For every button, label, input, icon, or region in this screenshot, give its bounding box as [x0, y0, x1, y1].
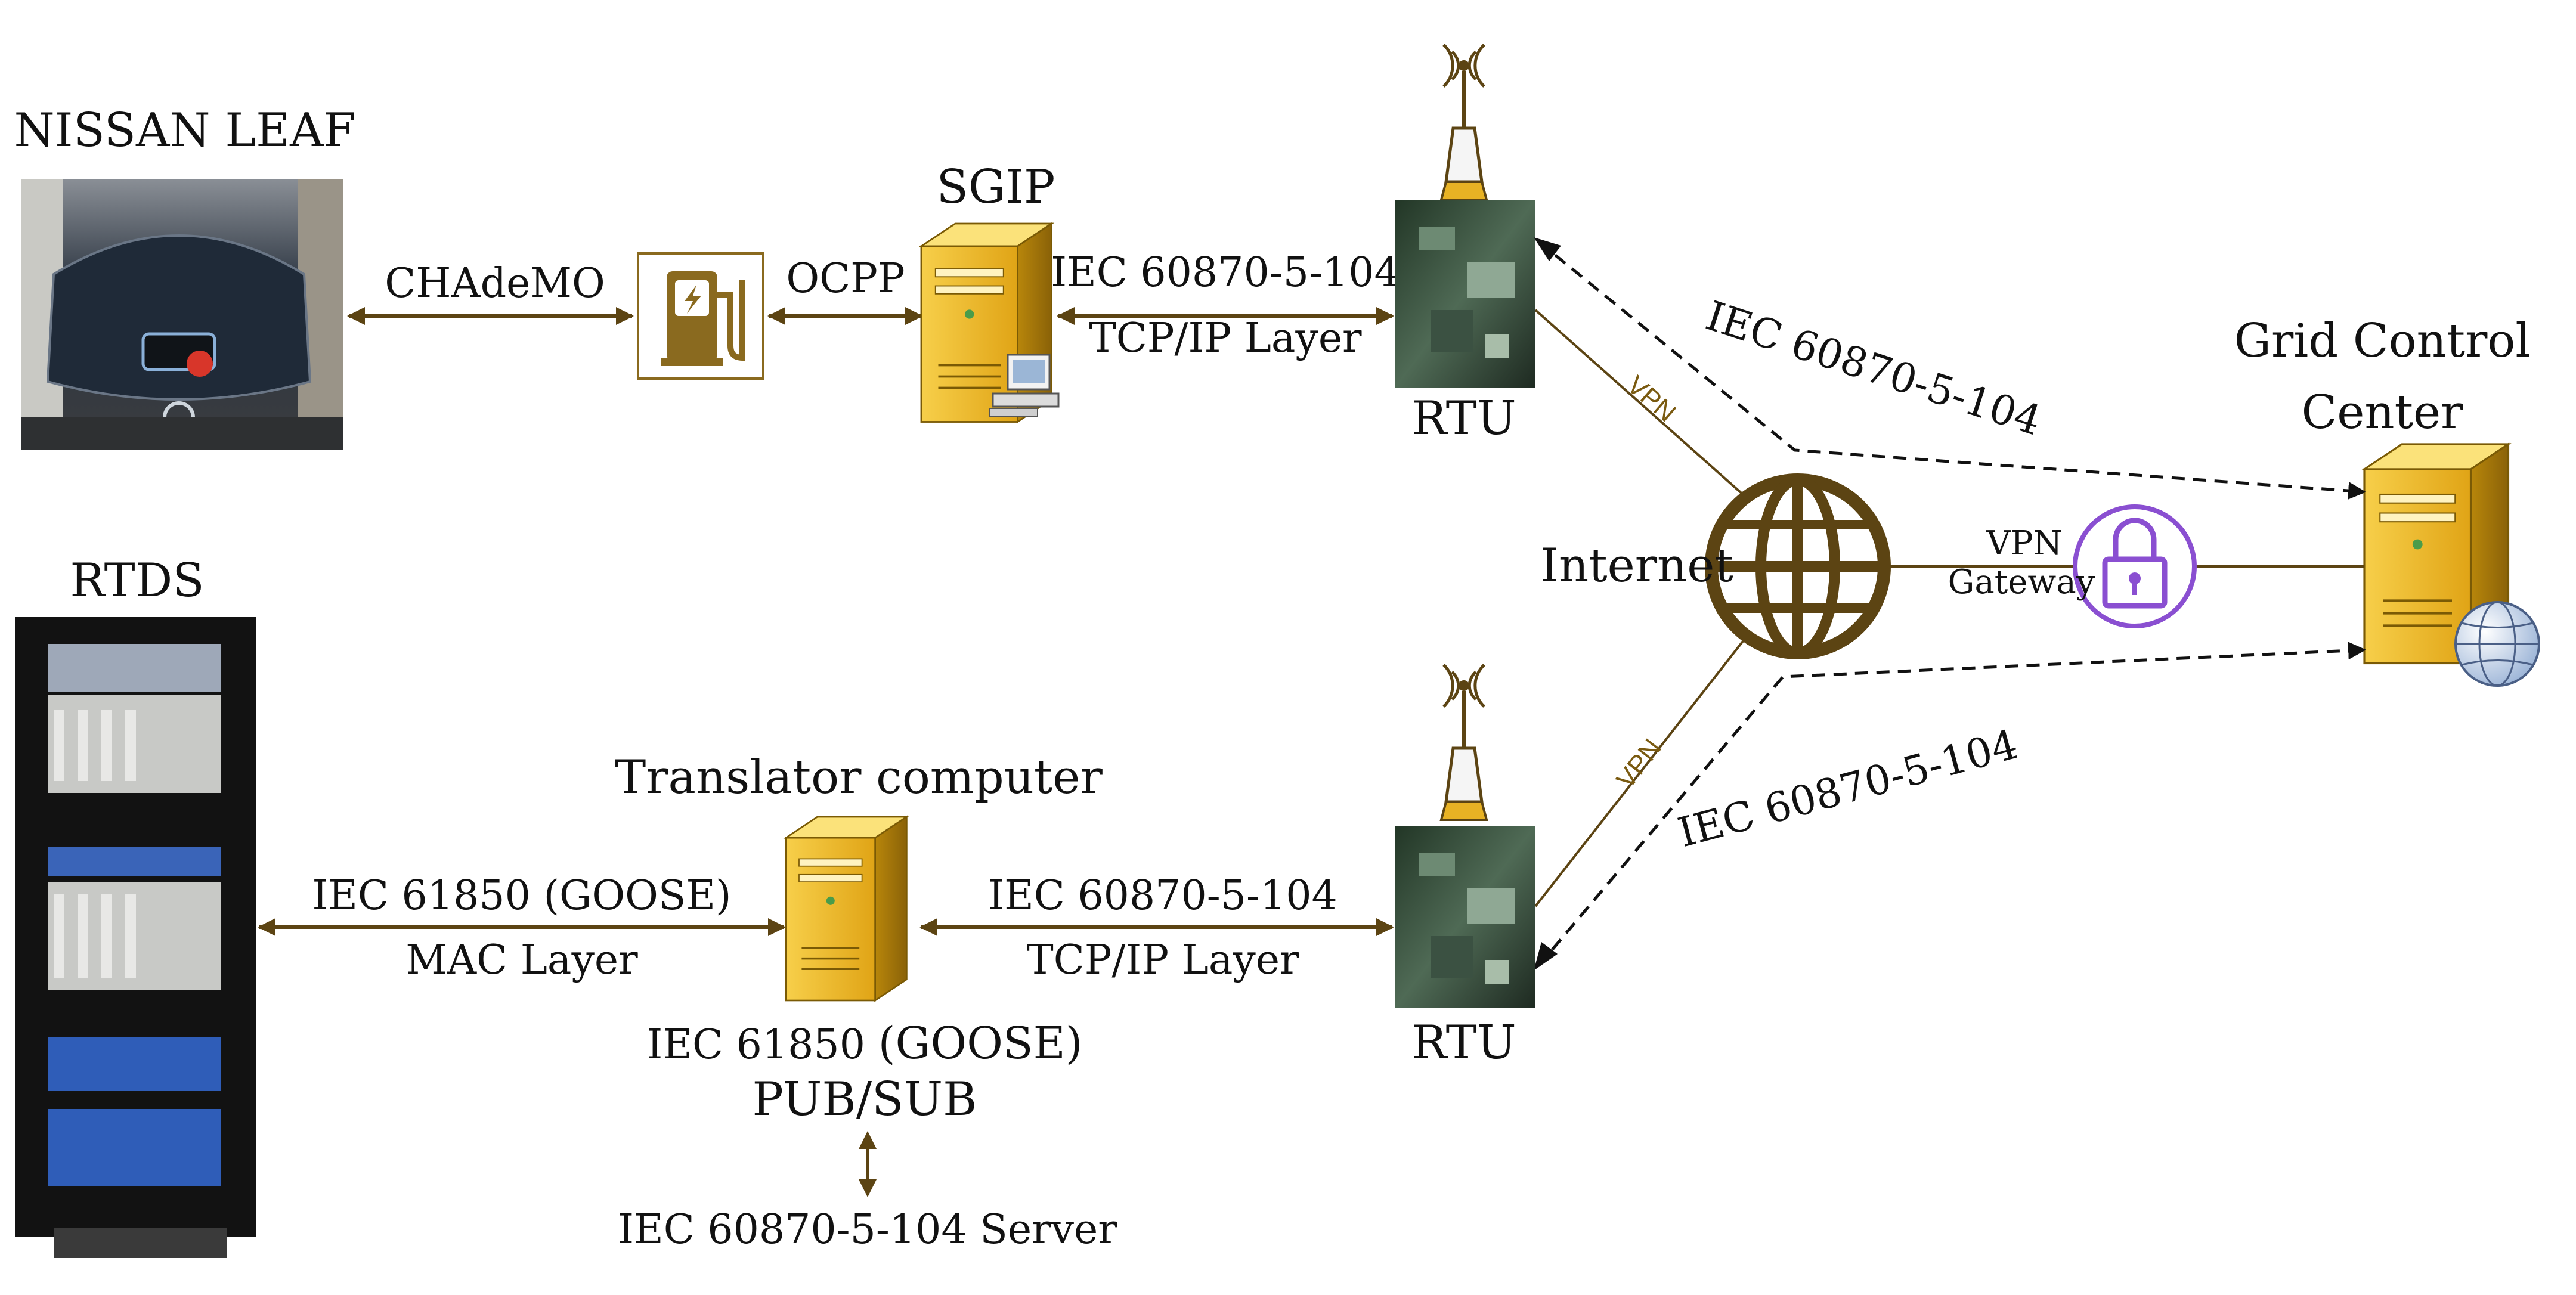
rtds-translator-label-top: IEC 61850 (GOOSE) — [312, 872, 731, 919]
ocpp-label: OCPP — [786, 255, 905, 302]
rtu-bottom-gcc-arrowhead — [1534, 942, 1558, 971]
grid-control-title-line2: Center — [2302, 386, 2464, 439]
rtu-bottom-vpn-label: VPN — [1611, 733, 1667, 794]
rtu-top-vpn-label: VPN — [1621, 370, 1681, 427]
iec-server-label: IEC 60870-5-104 Server — [618, 1206, 1117, 1253]
vpn-gateway-line2: Gateway — [1948, 563, 2095, 602]
nissan-leaf-photo — [21, 179, 343, 450]
translator-rtu-label-top: IEC 60870-5-104 — [988, 872, 1337, 919]
sgip-rtu-label-bottom: TCP/IP Layer — [1089, 315, 1362, 362]
translator-pubsub-label-line1: IEC 61850 (GOOSE) — [647, 1018, 1083, 1069]
grid-control-title-line1: Grid Control — [2234, 314, 2531, 368]
padlock-icon — [2073, 504, 2197, 628]
rtu-top-internet-link — [1534, 309, 1751, 502]
translator-title: Translator computer — [615, 751, 1103, 804]
rtu-top-photo — [1395, 200, 1535, 388]
rtu-top-title: RTU — [1411, 392, 1516, 445]
translator-pubsub-label-line2: PUB/SUB — [753, 1073, 977, 1126]
antenna-bottom-icon — [1441, 665, 1487, 820]
rtds-translator-label-bottom: MAC Layer — [405, 937, 638, 984]
chademo-label: CHAdeMO — [385, 260, 605, 307]
translator-rtu-label-bottom: TCP/IP Layer — [1026, 937, 1299, 984]
ev-charger-icon — [637, 252, 764, 380]
vpn-gateway-line1: VPN — [1986, 524, 2062, 563]
rtds-rack-photo — [15, 617, 256, 1258]
rtu-bottom-title: RTU — [1411, 1016, 1516, 1070]
rtu-bottom-gcc-link — [1537, 642, 2366, 967]
rtu-top-gcc-arrowhead — [1534, 237, 1561, 261]
rtu-top-gcc-label: IEC 60870-5-104 — [1700, 293, 2046, 445]
rtu-top-gcc-link — [1537, 240, 2366, 500]
globe-small-icon — [2454, 601, 2540, 687]
rtu-bottom-gcc-label: IEC 60870-5-104 — [1673, 721, 2023, 857]
rtu-bottom-internet-link — [1534, 631, 1751, 907]
sgip-server-icon — [920, 222, 1053, 423]
internet-title: Internet — [1540, 539, 1733, 593]
rtds-title: RTDS — [70, 554, 204, 608]
nissan-leaf-title: NISSAN LEAF — [14, 104, 355, 157]
workstation-icon — [989, 354, 1060, 417]
globe-icon — [1705, 473, 1891, 659]
antenna-icon — [1441, 45, 1487, 200]
sgip-rtu-label-top: IEC 60870-5-104 — [1051, 249, 1400, 296]
translator-server-icon — [785, 816, 908, 1002]
rtu-bottom-photo — [1395, 826, 1535, 1008]
sgip-title: SGIP — [936, 160, 1055, 214]
